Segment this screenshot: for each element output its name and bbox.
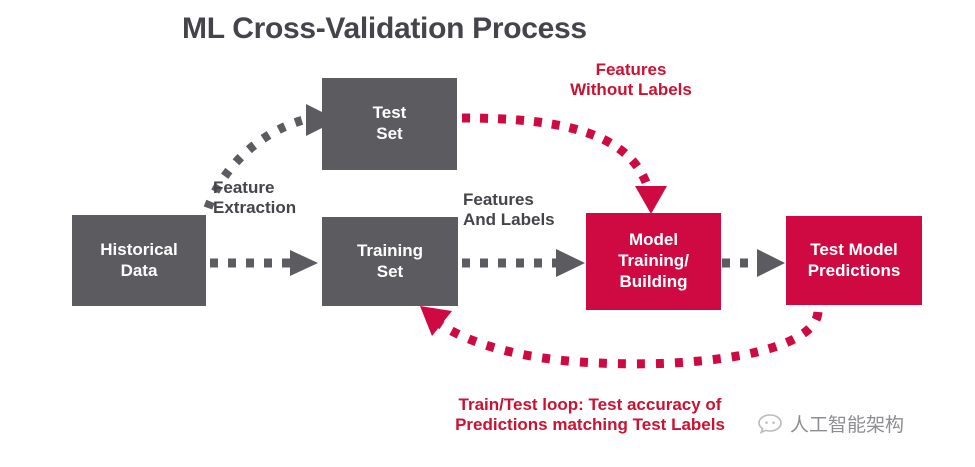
node-historical-data[interactable]: Historical Data [72, 215, 206, 306]
edge-historical-to-training-set [210, 250, 318, 276]
node-historical-data-label: Historical Data [100, 239, 178, 280]
node-training-set[interactable]: Training Set [322, 217, 458, 306]
edge-training-set-to-model-training [462, 249, 585, 277]
watermark-text: 人工智能架构 [790, 414, 905, 436]
edge-label-feature-extraction: Feature Extraction [213, 178, 297, 218]
diagram-caption: Train/Test loop: Test accuracy of Predic… [455, 395, 725, 435]
speech-bubble-icon [757, 411, 783, 437]
node-training-set-label: Training Set [356, 240, 424, 281]
node-test-set[interactable]: Test Set [322, 78, 457, 170]
node-test-model-predictions-label: Test Model Predictions [807, 239, 901, 280]
node-test-model-predictions[interactable]: Test Model Predictions [786, 216, 922, 305]
edge-label-features-and-labels: Features And Labels [463, 190, 555, 230]
watermark: 人工智能架构 [757, 410, 904, 437]
edge-label-features-without-labels: Features Without Labels [570, 60, 692, 100]
edge-predictions-feedback-loop [420, 306, 823, 369]
node-model-training[interactable]: Model Training/ Building [586, 213, 721, 310]
page-title: ML Cross-Validation Process [182, 12, 587, 45]
node-test-set-label: Test Set [372, 103, 407, 143]
node-model-training-label: Model Training/ Building [618, 230, 689, 291]
edge-model-training-to-predictions [722, 249, 785, 277]
